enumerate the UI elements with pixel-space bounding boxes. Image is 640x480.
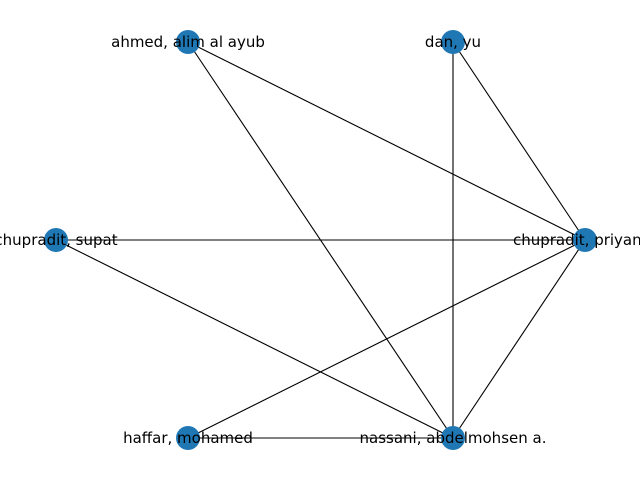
node-chupradit_p (573, 228, 597, 252)
node-chupradit_s (44, 228, 68, 252)
node-label-ahmed: ahmed, alim al ayub (111, 33, 265, 51)
node-label-chupradit_s: chupradit, supat (0, 231, 118, 249)
node-label-chupradit_p: chupradit, priyanut (513, 231, 640, 249)
node-label-haffar: haffar, mohamed (123, 429, 253, 447)
edge-chupradit_p-nassani (452, 239, 586, 439)
edge-chupradit_p-haffar (187, 239, 586, 439)
edge-chupradit_s-nassani (55, 239, 454, 439)
edge-dan-chupradit_p (452, 41, 586, 241)
node-haffar (176, 426, 200, 450)
edge-ahmed-chupradit_p (187, 41, 586, 241)
node-label-dan: dan, yu (425, 33, 481, 51)
edges-layer (55, 41, 586, 439)
nodes-layer (44, 30, 597, 450)
node-dan (441, 30, 465, 54)
labels-layer: ahmed, alim al ayub dan, yu chupradit, sup… (0, 33, 640, 447)
node-ahmed (176, 30, 200, 54)
node-label-nassani: nassani, abdelmohsen a. (360, 429, 547, 447)
node-nassani (441, 426, 465, 450)
